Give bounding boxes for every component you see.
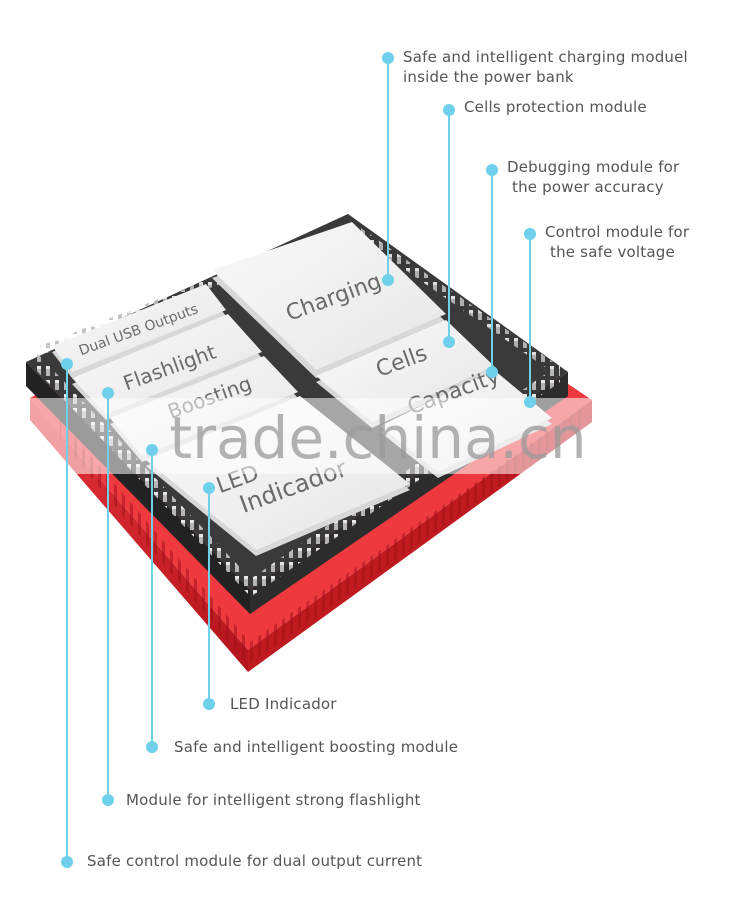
callout-led: LED Indicador: [230, 695, 337, 713]
dot-boost-bottom: [146, 741, 158, 753]
dot-dual-bottom: [61, 856, 73, 868]
callout-cells-line1: Cells protection module: [464, 98, 647, 116]
callout-debug: Debugging module for the power accuracy: [507, 157, 679, 197]
callout-flash: Module for intelligent strong flashlight: [126, 791, 421, 809]
callout-charging: Safe and intelligent charging moduel ins…: [403, 47, 688, 87]
dot-led-start: [203, 482, 215, 494]
module-flashlight: Flashlight: [72, 314, 262, 420]
dot-control-end: [524, 396, 536, 408]
leader-dots: [61, 52, 536, 868]
dot-flash-bottom: [102, 794, 114, 806]
dot-dual-start: [61, 358, 73, 370]
dot-charging-end: [382, 274, 394, 286]
callout-boost: Safe and intelligent boosting module: [174, 738, 459, 756]
leader-lines: [66, 58, 531, 862]
watermark-text: trade.china.cn: [169, 404, 586, 472]
callout-cells: Cells protection module: [464, 97, 647, 117]
callout-charging-line1: Safe and intelligent charging moduel: [403, 48, 688, 66]
dot-boost-start: [146, 444, 158, 456]
callout-control: Control module for the safe voltage: [545, 222, 689, 262]
callout-control-line2: the safe voltage: [550, 243, 675, 261]
watermark: trade.china.cn: [0, 398, 750, 474]
callout-dual: Safe control module for dual output curr…: [87, 852, 423, 870]
callout-charging-line2: inside the power bank: [403, 68, 574, 86]
dot-cells-end: [443, 336, 455, 348]
callout-control-line1: Control module for: [545, 223, 690, 241]
dot-led-bottom: [203, 698, 215, 710]
dot-cells-top: [443, 104, 455, 116]
dot-charging-top: [382, 52, 394, 64]
callout-debug-line2: the power accuracy: [512, 178, 664, 196]
dot-flash-start: [102, 387, 114, 399]
callout-debug-line1: Debugging module for: [507, 158, 680, 176]
dot-control-top: [524, 228, 536, 240]
dot-debug-top: [486, 164, 498, 176]
dot-debug-end: [486, 366, 498, 378]
